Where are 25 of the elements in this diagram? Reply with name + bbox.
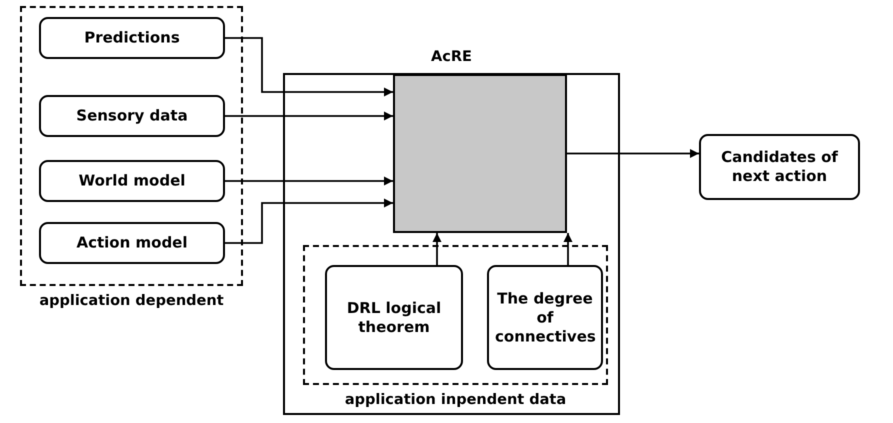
arrow xyxy=(225,198,393,244)
arrow xyxy=(225,112,393,120)
output-box xyxy=(699,134,860,200)
process-box xyxy=(39,95,225,137)
node-label: Predictions xyxy=(83,28,181,48)
arrow xyxy=(567,149,699,158)
process-box xyxy=(39,17,225,59)
node-label: Sensory data xyxy=(75,106,189,126)
process-box xyxy=(39,160,225,202)
node-label: The degree of connectives xyxy=(494,289,597,346)
arrow xyxy=(225,176,393,186)
group-label: application inpendent data xyxy=(344,391,568,410)
engine-box xyxy=(393,74,567,233)
arrow xyxy=(432,233,442,265)
group-label: AcRE xyxy=(430,48,473,67)
process-box xyxy=(325,265,463,370)
node-label: Candidates of next action xyxy=(720,148,839,186)
process-box xyxy=(39,222,225,264)
group-label: application dependent xyxy=(38,292,225,311)
node-label: Action model xyxy=(75,234,188,252)
node-label: DRL logical theorem xyxy=(346,298,442,336)
process-box xyxy=(487,265,603,370)
arrow xyxy=(564,233,572,265)
arrow xyxy=(225,37,393,96)
node-label: World model xyxy=(78,172,186,190)
